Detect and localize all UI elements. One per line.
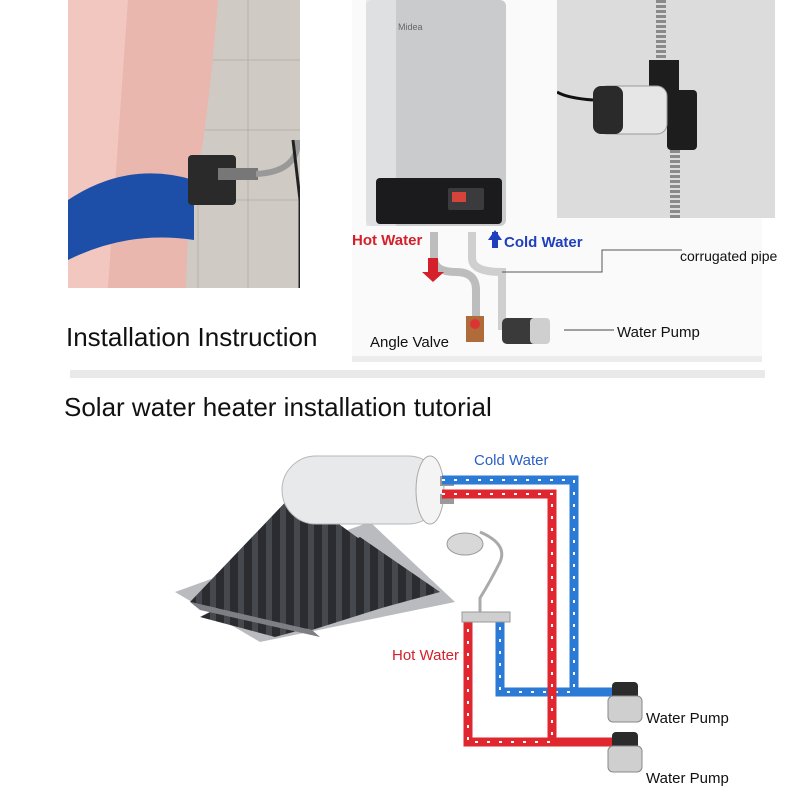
angle-valve-label: Angle Valve (370, 334, 449, 351)
section-divider (70, 370, 765, 378)
shower-head (446, 530, 511, 623)
hot-water-pipe (442, 489, 612, 747)
pump-closeup-photo (557, 0, 775, 218)
hot-water-arrow (422, 258, 444, 282)
heater-body (366, 0, 506, 226)
cold-water-label: Cold Water (504, 234, 583, 251)
tank-pump-photo (68, 0, 300, 288)
cold-water-label-solar: Cold Water (474, 452, 549, 469)
water-pump-label-1: Water Pump (646, 710, 729, 727)
water-pump-label: Water Pump (617, 324, 700, 341)
hot-water-label-solar: Hot Water (392, 647, 459, 664)
hot-water-label: Hot Water (352, 232, 423, 249)
solar-heater-diagram: Cold Water Hot Water Water Pump Water Pu… (60, 432, 800, 800)
water-pump-2 (607, 732, 643, 773)
tutorial-title: Solar water heater installation tutorial (64, 392, 492, 422)
solar-water-heater (175, 455, 455, 642)
water-pump-label-2: Water Pump (646, 770, 729, 787)
cold-water-pipe (442, 475, 612, 697)
water-pump-1 (607, 682, 643, 723)
corrugated-pipe-label: corrugated pipe (680, 248, 778, 264)
installation-title: Installation Instruction (66, 322, 318, 352)
heater-brand: Midea (398, 22, 423, 32)
installation-panel: Midea (0, 0, 800, 378)
cold-water-arrow (488, 230, 502, 240)
